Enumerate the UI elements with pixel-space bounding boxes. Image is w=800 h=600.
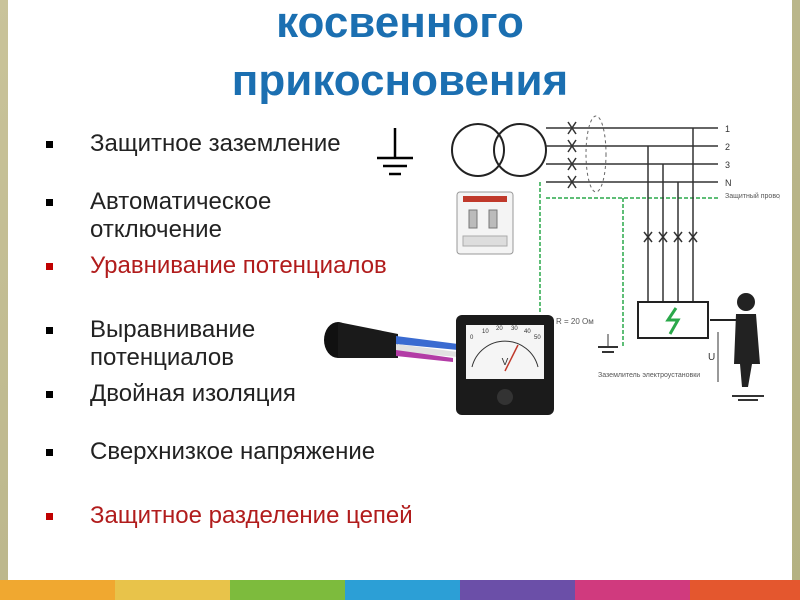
list-item: Двойная изоляция: [40, 380, 470, 408]
pe-label: Защитный проводник: [725, 192, 780, 200]
earth-label: Заземлитель электроустановки: [598, 372, 700, 379]
svg-text:20: 20: [496, 326, 503, 332]
meter-unit: V: [502, 357, 509, 368]
bullet: [46, 513, 53, 520]
circuit-drawing: 1 2 3 N Защитный проводник R = 20 Ом Заз…: [451, 115, 796, 401]
list-item: Выравнивание потенциалов: [40, 316, 360, 372]
ground-symbol-icon: [377, 128, 413, 176]
slide-title: косвенного прикосновения: [120, 0, 680, 110]
voltage-label: U: [708, 352, 715, 363]
voltmeter-image: V 0 10 20 30 40 50: [456, 315, 554, 415]
title-line-1: косвенного: [276, 0, 524, 47]
bullet: [46, 263, 53, 270]
circuit-breaker-image: [456, 191, 514, 255]
title-line-2: прикосновения: [231, 56, 569, 105]
list-item: Защитное разделение цепей: [40, 502, 470, 558]
bullet: [46, 391, 53, 398]
cable-image: [324, 322, 458, 362]
list-item: Сверхнизкое напряжение: [40, 438, 390, 494]
svg-text:40: 40: [524, 329, 531, 335]
svg-text:0: 0: [470, 335, 474, 341]
bottom-color-stripe: [0, 580, 800, 600]
bullet: [46, 327, 53, 334]
list-item: Уравнивание потенциалов: [40, 252, 390, 308]
list-item: Защитное заземление: [40, 130, 470, 158]
line-label-3: 3: [725, 160, 730, 170]
svg-text:10: 10: [482, 329, 489, 335]
bullet: [46, 449, 53, 456]
bullet: [46, 141, 53, 148]
line-label-1: 1: [725, 124, 730, 134]
list-item: Автоматическое отключение: [40, 188, 390, 244]
protection-measures-list: Защитное заземление Автоматическое отклю…: [40, 130, 460, 558]
svg-text:30: 30: [511, 326, 518, 332]
line-label-2: 2: [725, 142, 730, 152]
line-label-n: N: [725, 178, 732, 188]
bullet: [46, 199, 53, 206]
svg-text:50: 50: [534, 335, 541, 341]
resistance-label: R = 20 Ом: [556, 317, 594, 326]
